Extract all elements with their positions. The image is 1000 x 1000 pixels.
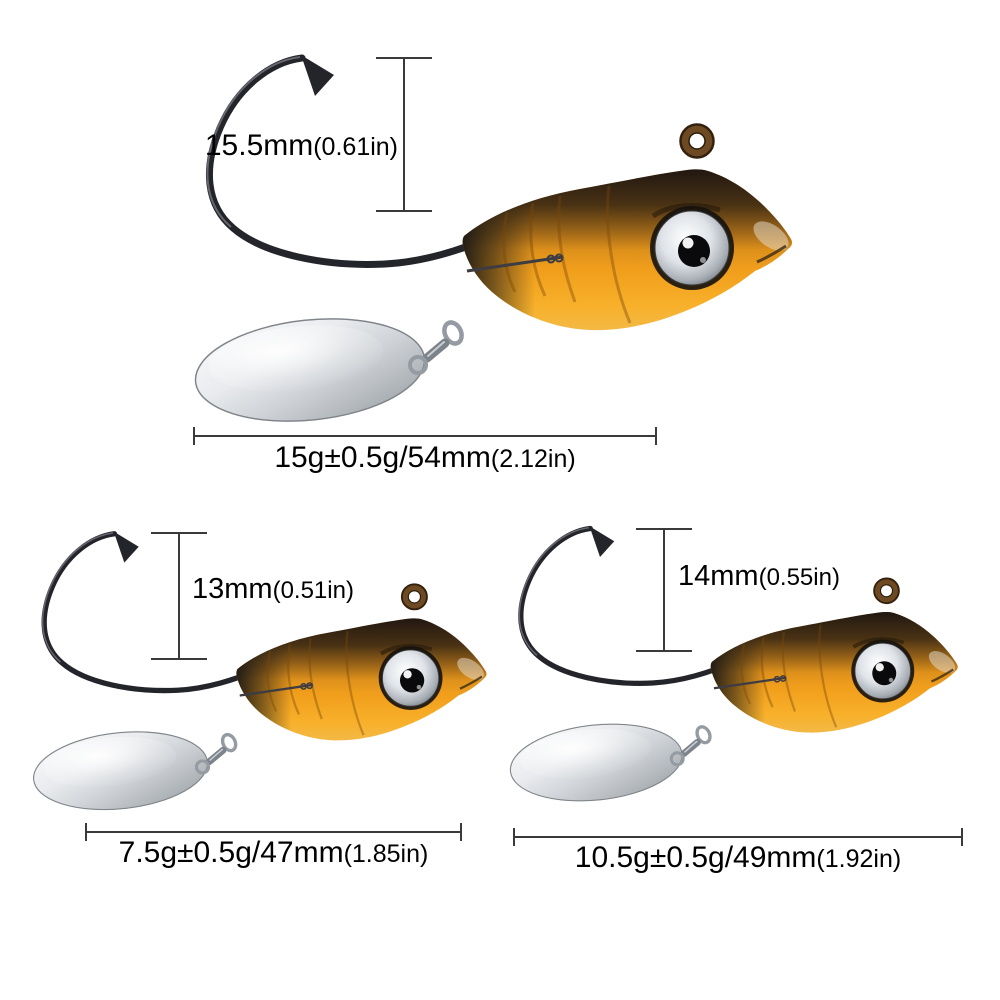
measure-tick — [376, 210, 432, 212]
spec-value: 15g±0.5g/54mm — [274, 441, 491, 474]
lure-photo-small — [18, 520, 504, 824]
spec-label-small: 7.5g±0.5g/47mm(1.85in) — [85, 836, 462, 871]
gap-unit: (0.55in) — [758, 564, 840, 591]
measure-line — [178, 532, 180, 660]
measure-line — [193, 435, 657, 437]
spec-value: 10.5g±0.5g/49mm — [574, 841, 817, 874]
spec-value: 7.5g±0.5g/47mm — [118, 836, 344, 869]
spec-unit: (1.92in) — [816, 845, 902, 873]
measure-tick — [655, 427, 657, 445]
hook-gap-label-small: 13mm(0.51in) — [192, 573, 354, 606]
hook-gap-label-medium: 14mm(0.55in) — [678, 560, 840, 593]
measure-tick — [151, 658, 207, 660]
gap-unit: (0.51in) — [272, 577, 354, 604]
measure-tick — [460, 823, 462, 841]
gap-value: 13mm — [192, 573, 273, 605]
spec-unit: (1.85in) — [343, 840, 429, 868]
spec-unit: (2.12in) — [490, 445, 576, 473]
gap-value: 14mm — [678, 560, 759, 592]
measure-tick — [961, 828, 963, 846]
measure-line — [513, 836, 963, 838]
measure-tick — [636, 650, 692, 652]
lure-photo-large — [175, 40, 815, 440]
hook-gap-label-large: 15.5mm(0.61in) — [205, 129, 398, 164]
spec-label-medium: 10.5g±0.5g/49mm(1.92in) — [513, 841, 963, 876]
gap-unit: (0.61in) — [313, 133, 398, 161]
gap-value: 15.5mm — [204, 129, 314, 162]
measure-line — [663, 528, 665, 652]
spec-label-large: 15g±0.5g/54mm(2.12in) — [193, 441, 657, 476]
measure-line — [403, 57, 405, 212]
measure-line — [85, 831, 462, 833]
